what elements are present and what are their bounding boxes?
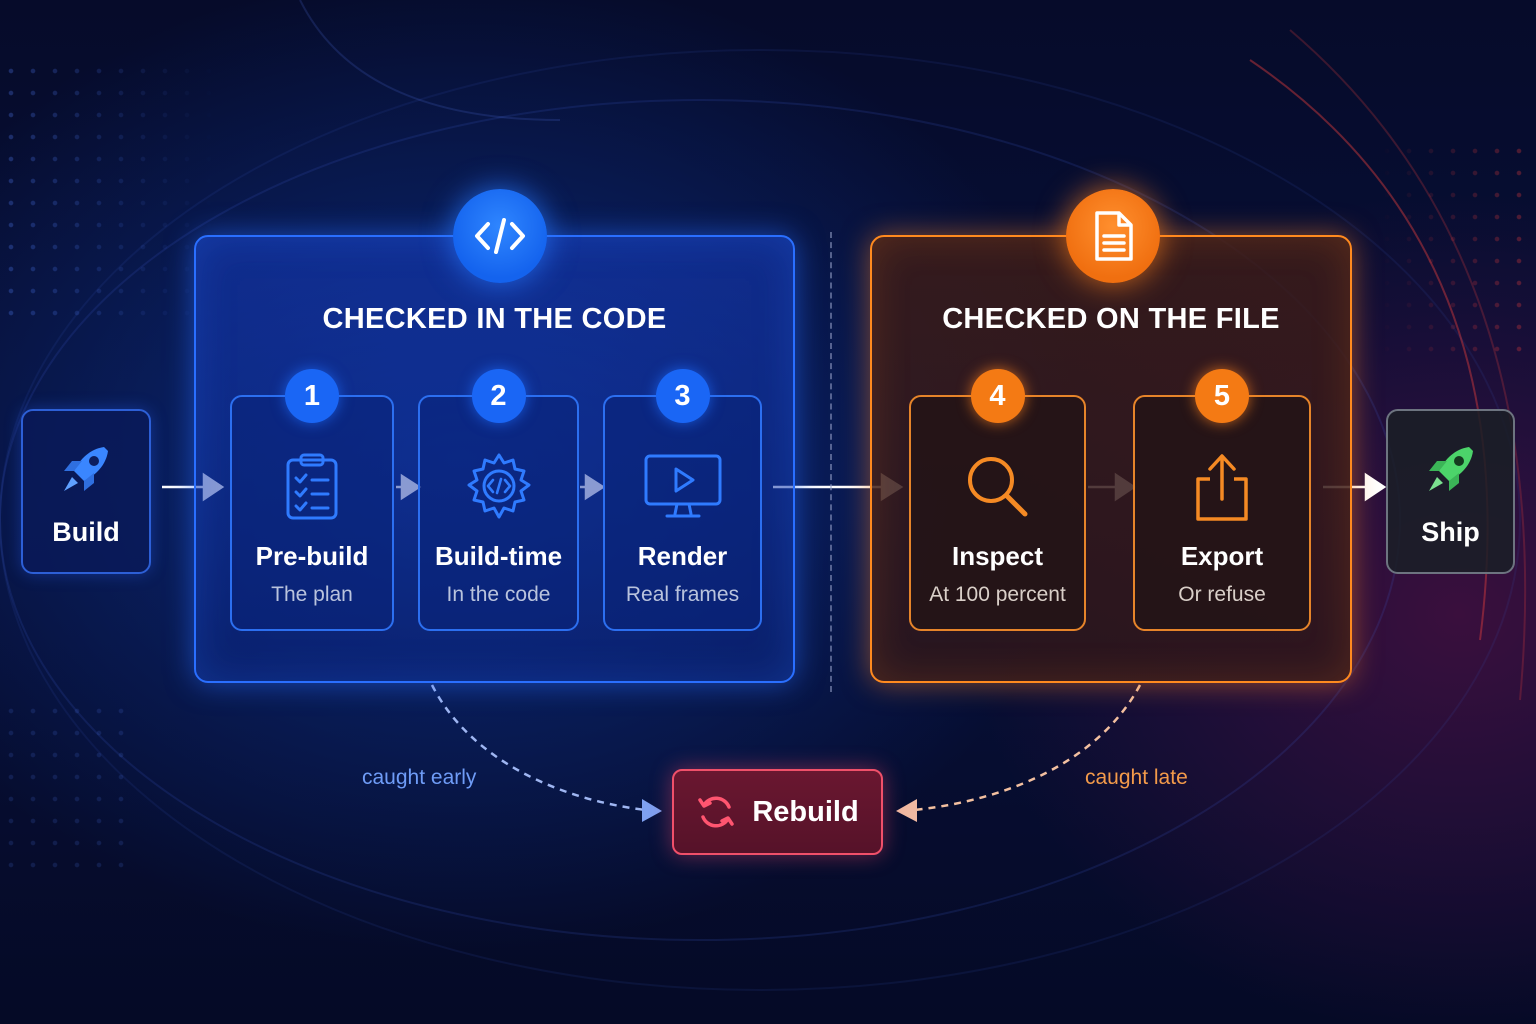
dot-pattern-left (0, 60, 220, 320)
code-group-badge (453, 189, 547, 283)
file-group-title: CHECKED ON THE FILE (942, 303, 1280, 335)
refresh-icon (698, 796, 735, 828)
clipboard-checklist-icon (286, 453, 338, 520)
step-subtitle: At 100 percent (929, 583, 1066, 606)
step-number-badge: 3 (655, 369, 710, 423)
magnifier-icon (967, 457, 1027, 517)
step-number-badge: 4 (970, 369, 1025, 423)
caught-early-label: caught early (362, 766, 477, 789)
step-subtitle: In the code (446, 583, 551, 606)
feedback-path-early (430, 684, 647, 812)
dot-pattern-right (1376, 140, 1536, 360)
step-build-time: 2 Build-time In the code (418, 369, 579, 631)
share-upload-icon (1196, 454, 1248, 521)
file-group-badge (1066, 189, 1160, 283)
rocket-icon (64, 447, 108, 491)
step-number-badge: 2 (471, 369, 526, 423)
monitor-play-icon (644, 454, 721, 518)
step-number-badge: 1 (285, 369, 339, 423)
gear-code-icon (467, 453, 530, 519)
document-icon (1095, 211, 1133, 261)
ship-end-node: Ship (1386, 409, 1515, 574)
step-subtitle: Real frames (625, 583, 740, 606)
step-title: Pre-build (255, 541, 369, 571)
step-render: 3 Render Real frames (603, 369, 762, 631)
build-start-node: Build (21, 409, 151, 574)
step-export: 5 Export Or refuse (1133, 369, 1311, 631)
build-label: Build (52, 517, 120, 547)
step-inspect: 4 Inspect At 100 percent (909, 369, 1086, 631)
ship-label: Ship (1421, 517, 1480, 547)
rebuild-label: Rebuild (752, 795, 859, 828)
step-title: Export (1180, 541, 1264, 571)
rebuild-node: Rebuild (672, 769, 883, 855)
step-title: Inspect (951, 541, 1044, 571)
step-subtitle: Or refuse (1178, 583, 1266, 606)
step-title: Build-time (434, 541, 563, 571)
feedback-arrowhead-early (642, 799, 662, 822)
code-group-title: CHECKED IN THE CODE (322, 303, 667, 335)
caught-late-label: caught late (1085, 766, 1188, 789)
feedback-arrowhead-late (896, 799, 917, 822)
step-number-badge: 5 (1195, 369, 1249, 423)
feedback-path-late (913, 684, 1142, 812)
code-icon (475, 218, 525, 254)
step-title: Render (637, 541, 728, 571)
dot-pattern-left-low (0, 700, 140, 880)
rocket-icon (1428, 447, 1473, 491)
phase-divider (830, 232, 832, 692)
step-subtitle: The plan (271, 583, 353, 606)
step-pre-build: 1 Pre-build The plan (230, 369, 394, 631)
